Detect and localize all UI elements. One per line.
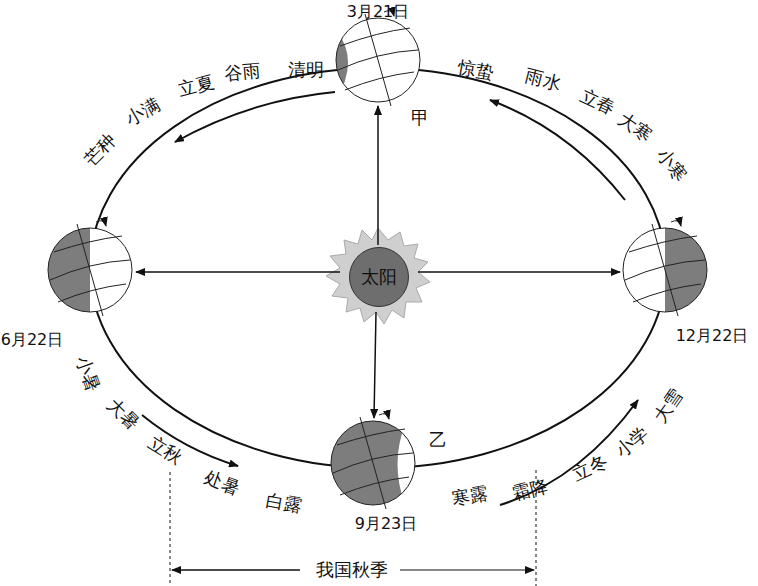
solar-term: 小满 [123,95,163,129]
solar-term: 小寒 [654,145,691,184]
sun-rays [136,106,620,418]
solar-term: 雨水 [523,67,562,93]
date-label: 9月23日 [355,516,418,532]
solar-term: 谷雨 [223,61,260,82]
sun-label: 太阳 [361,265,397,289]
season-label: 我国秋季 [312,560,392,580]
orbit [90,68,666,468]
solar-term: 大寒 [615,109,655,144]
date-label: 6月22日 [1,332,64,348]
solar-term: 立夏 [176,73,215,100]
solar-term: 大暑 [104,395,142,433]
solar-term: 白露 [265,491,304,515]
position-mark: 乙 [429,431,447,449]
direction-arrows [142,92,638,505]
date-label: 3月21日 [347,4,410,20]
solar-term: 立冬 [570,452,610,484]
date-label: 12月22日 [676,328,749,344]
solar-term: 处暑 [202,468,242,497]
solar-term: 大雪 [650,386,685,426]
solar-term: 立秋 [145,433,185,467]
solar-term: 小暑 [73,354,102,394]
earth-globes [40,11,715,509]
solar-term: 芒种 [81,131,119,169]
solar-term: 惊蛰 [457,58,496,82]
sun-disc: 太阳 [349,247,409,307]
solar-term: 小学 [612,424,651,461]
solar-term: 霜降 [510,477,549,504]
solar-term: 寒露 [451,484,490,508]
position-mark: 甲 [411,109,429,127]
solar-term: 立春 [578,86,618,118]
solar-term: 清明 [288,61,324,79]
